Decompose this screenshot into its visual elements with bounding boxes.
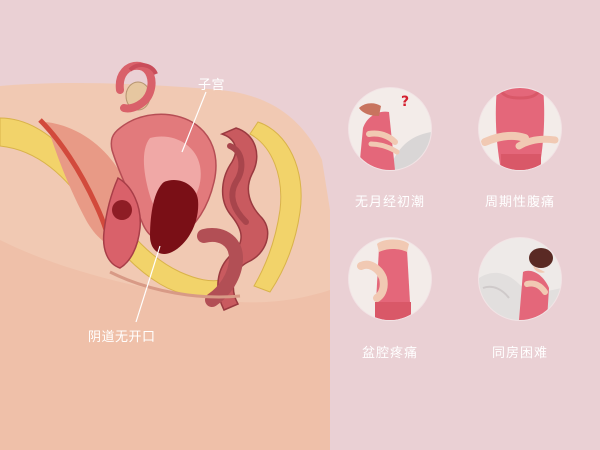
blood-collection [150,180,199,255]
symptom-caption-2: 周期性腹痛 [484,195,555,210]
symptom-thumb-2 [479,88,561,170]
abdominal-pain-illustration [479,88,561,170]
symptom-thumb-1: ? [349,88,431,170]
symptom-caption-4: 同房困难 [491,346,548,361]
symptom-thumb-4 [479,238,561,320]
vaginal-blood [112,200,132,220]
vagina-leader-line [135,245,161,323]
symptom-thumb-3 [349,238,431,320]
pelvic-pain-illustration [349,238,431,320]
uterus-label: 子宫 [198,78,226,93]
question-mark-icon: ? [401,94,410,110]
body-lower [0,240,330,450]
amenorrhea-illustration [349,88,431,170]
cervix [102,176,141,269]
vagina-label: 阴道无开口 [88,330,156,345]
fallopian-fimbria [128,63,158,75]
rectum-inner [227,143,249,225]
symptom-caption-1: 无月经初潮 [354,195,425,210]
uterus-leader-line [181,91,207,153]
fallopian-tube [115,61,156,113]
anatomy-cross-section [0,61,330,450]
rectum-lower [197,228,244,307]
perineum-fold [109,270,241,299]
intercourse-difficulty-illustration [479,238,561,320]
sacrum-bone [249,121,302,293]
symptom-caption-3: 盆腔疼痛 [361,346,418,361]
